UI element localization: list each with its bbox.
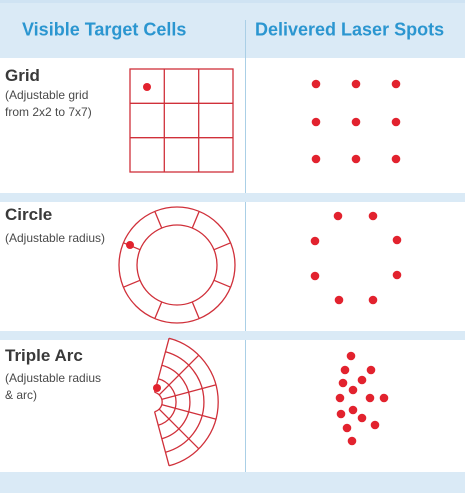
- row-desc-triple-arc-line2: & arc): [5, 388, 38, 402]
- circle-delivered-spots: [310, 211, 402, 305]
- header-delivered-laser-spots: Delivered Laser Spots: [255, 19, 445, 40]
- circle-segment-divider: [213, 242, 231, 251]
- laser-spot: [334, 295, 344, 305]
- laser-spot: [351, 79, 361, 89]
- row-desc-grid-line1: (Adjustable grid: [5, 88, 89, 102]
- laser-spot: [333, 211, 343, 221]
- circle-segment-divider: [123, 279, 141, 288]
- arc-segment-divider: [161, 384, 216, 401]
- laser-spot: [357, 413, 367, 423]
- circle-segment-divider: [154, 301, 163, 319]
- row-divider-2: [0, 331, 465, 340]
- row-desc-triple-arc: (Adjustable radius & arc): [5, 370, 101, 404]
- row-title-circle: Circle: [5, 205, 53, 224]
- circle-segment-divider: [191, 211, 200, 229]
- circle-inner-ring: [136, 224, 218, 306]
- row-divider-1: [0, 193, 465, 202]
- arc-aim-spot: [153, 384, 161, 392]
- arc-segment-divider: [153, 411, 170, 466]
- triple-arc-delivered-spots: [335, 351, 389, 446]
- circle-aim-spot: [126, 241, 134, 249]
- arc-ring: [158, 378, 177, 426]
- row-desc-circle: (Adjustable radius): [5, 230, 105, 247]
- arc-segment-dividers: [153, 338, 216, 466]
- laser-spot: [335, 393, 345, 403]
- circle-target-cells: [118, 206, 236, 324]
- laser-spot: [348, 385, 358, 395]
- laser-spot: [340, 365, 350, 375]
- arc-ring: [165, 351, 205, 453]
- circle-segment-divider: [154, 211, 163, 229]
- arc-ring: [168, 337, 219, 467]
- arc-rings: [154, 337, 219, 467]
- laser-spot: [310, 236, 320, 246]
- grid-delivered-spots: [311, 79, 401, 164]
- laser-spot: [365, 393, 375, 403]
- arc-segment-divider: [161, 403, 216, 420]
- grid-aim-spot: [143, 83, 151, 91]
- table-footer: [0, 472, 465, 493]
- row-desc-grid: (Adjustable grid from 2x2 to 7x7): [5, 87, 92, 121]
- grid-outline: [129, 68, 234, 173]
- laser-spot: [370, 420, 380, 430]
- laser-spot: [392, 235, 402, 245]
- laser-spot: [338, 378, 348, 388]
- row-title-triple-arc: Triple Arc: [5, 346, 83, 365]
- circle-outer-ring: [118, 206, 236, 324]
- laser-spot: [346, 351, 356, 361]
- laser-spot: [351, 154, 361, 164]
- arc-ring: [154, 391, 163, 413]
- laser-spot: [392, 270, 402, 280]
- row-title-grid: Grid: [5, 66, 40, 85]
- header-visible-target-cells: Visible Target Cells: [22, 19, 187, 40]
- arc-segment-divider: [158, 354, 200, 396]
- laser-spot: [336, 409, 346, 419]
- laser-spot: [391, 79, 401, 89]
- circle-segment-dividers: [123, 211, 231, 319]
- laser-spot: [311, 154, 321, 164]
- laser-spot: [348, 405, 358, 415]
- laser-spot: [357, 375, 367, 385]
- laser-spot: [347, 436, 357, 446]
- column-divider: [245, 20, 246, 472]
- arc-segment-divider: [158, 408, 200, 450]
- circle-segment-divider: [213, 279, 231, 288]
- grid-target-cells: [129, 68, 234, 173]
- laser-spot: [310, 271, 320, 281]
- row-desc-circle-line1: (Adjustable radius): [5, 231, 106, 245]
- laser-spot: [351, 117, 361, 127]
- laser-spot: [391, 154, 401, 164]
- row-desc-triple-arc-line1: (Adjustable radius: [5, 371, 102, 385]
- row-desc-grid-line2: from 2x2 to 7x7): [5, 105, 92, 119]
- laser-spot: [342, 423, 352, 433]
- laser-spot: [311, 79, 321, 89]
- triple-arc-target-cells: [153, 337, 219, 467]
- laser-spot: [391, 117, 401, 127]
- circle-segment-divider: [191, 301, 200, 319]
- arc-segment-divider: [153, 338, 170, 393]
- table-header: Visible Target Cells Delivered Laser Spo…: [0, 0, 465, 58]
- laser-spot: [368, 211, 378, 221]
- laser-spot: [379, 393, 389, 403]
- arc-ring: [161, 364, 191, 440]
- laser-spot: [368, 295, 378, 305]
- laser-spot: [366, 365, 376, 375]
- laser-spot: [311, 117, 321, 127]
